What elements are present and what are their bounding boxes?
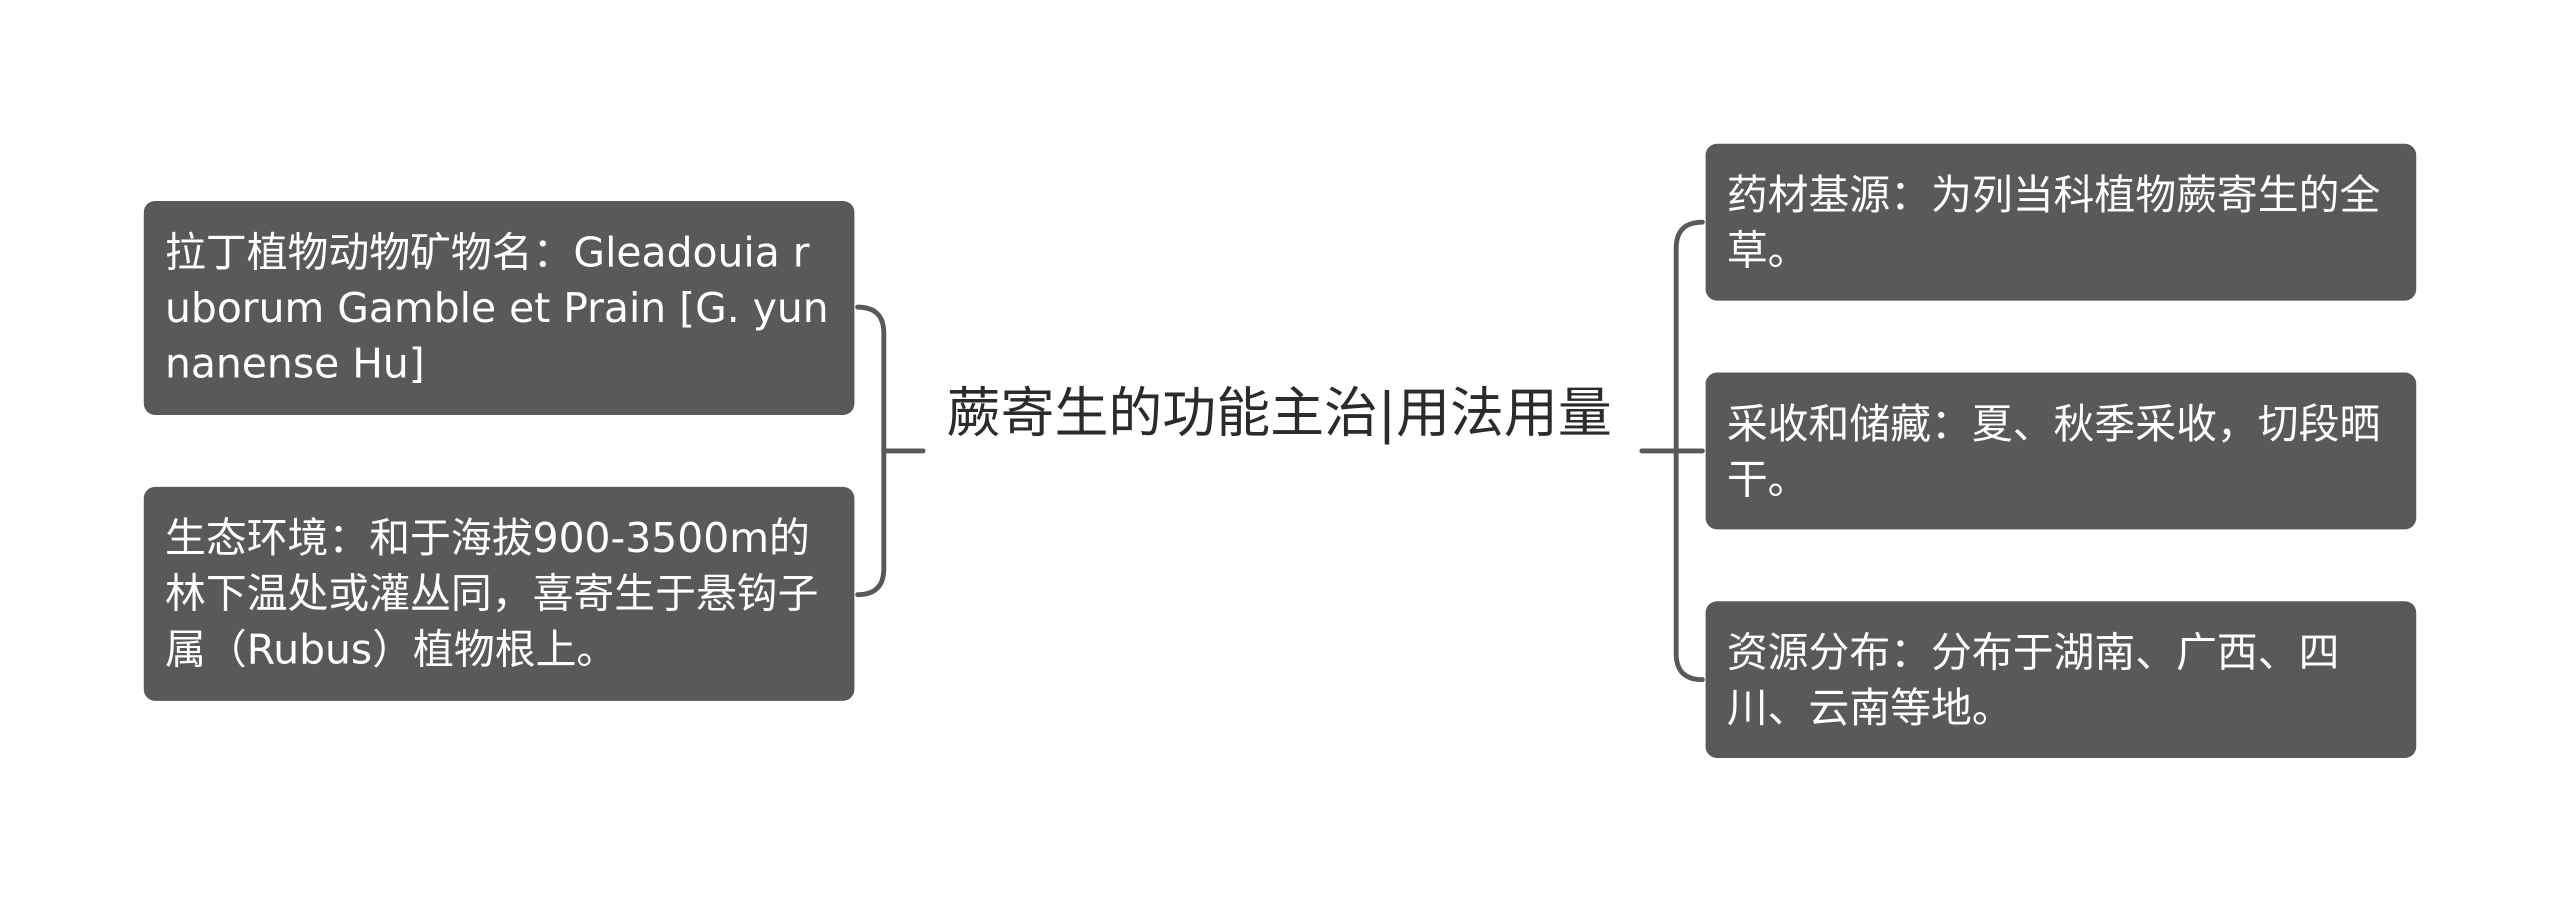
left-topic-habitat[interactable]: 生态环境：和于海拔900-3500m的林下温处或灌丛同，喜寄生于悬钩子属（Rub… bbox=[143, 486, 855, 701]
left-topic-latin-name[interactable]: 拉丁植物动物矿物名：Gleadouia ruborum Gamble et Pr… bbox=[143, 200, 855, 415]
right-topic-distribution[interactable]: 资源分布：分布于湖南、广西、四川、云南等地。 bbox=[1705, 601, 2417, 759]
connector-left-2 bbox=[855, 448, 887, 598]
connector-right-3 bbox=[1673, 448, 1705, 683]
root-topic[interactable]: 蕨寄生的功能主治|用法用量 bbox=[946, 380, 1612, 445]
connector-right-1 bbox=[1673, 219, 1705, 454]
right-topic-harvest[interactable]: 采收和储藏：夏、秋季采收，切段晒干。 bbox=[1705, 372, 2417, 530]
connector-left-1 bbox=[855, 304, 887, 454]
right-topic-source[interactable]: 药材基源：为列当科植物蕨寄生的全草。 bbox=[1705, 143, 2417, 301]
